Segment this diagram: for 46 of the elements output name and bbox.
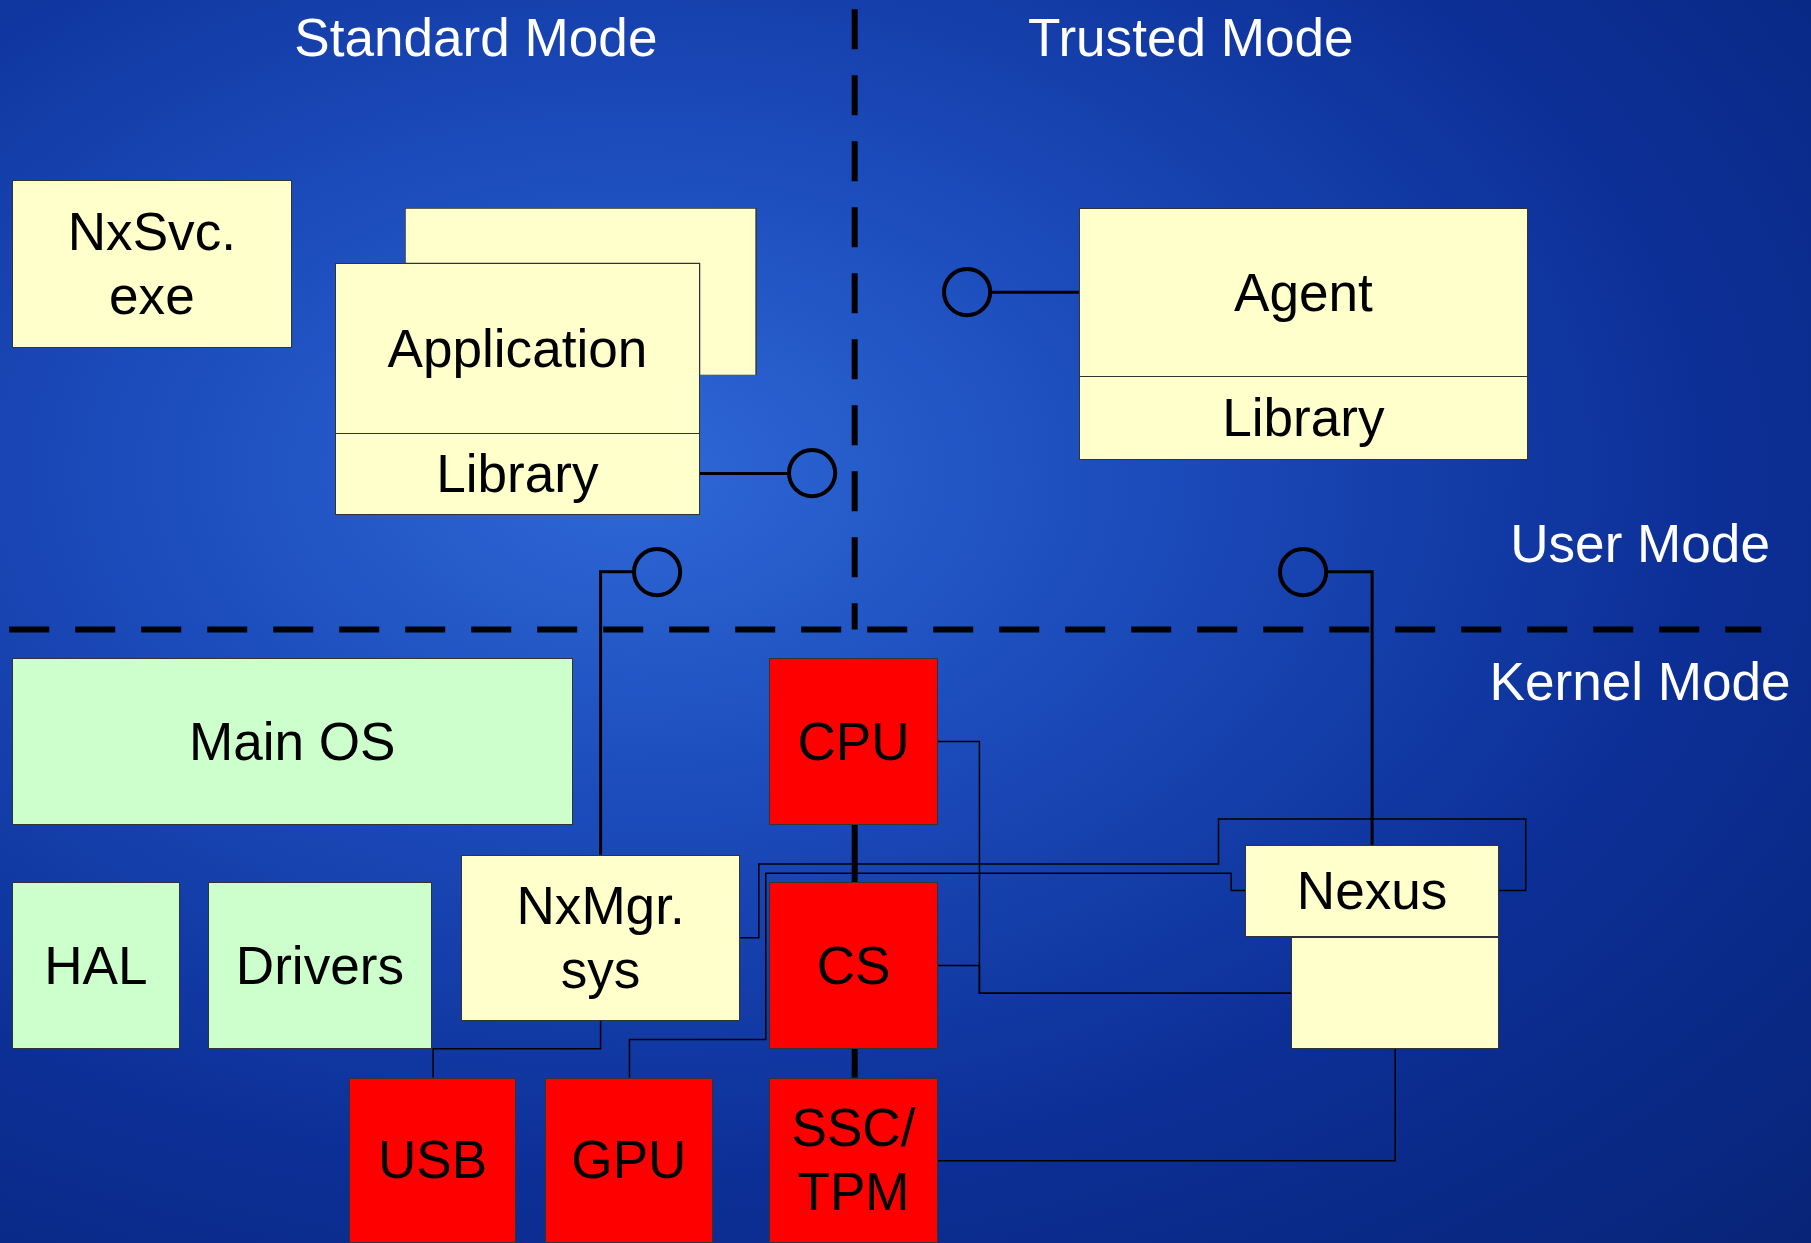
os-box (207, 882, 432, 1049)
hardware-box (769, 658, 938, 825)
program-box (334, 263, 700, 516)
connector-line (937, 964, 1292, 995)
hardware-box (348, 1077, 517, 1243)
connector-line (739, 818, 1527, 939)
hardware-box (769, 882, 938, 1049)
node-label: Library (1222, 387, 1385, 450)
mode-label: Trusted Mode (1027, 6, 1354, 68)
nexus-box (1245, 845, 1500, 937)
node-label: Nexus (1296, 860, 1448, 923)
interface-circle (940, 266, 993, 319)
node-label: Main OS (188, 710, 396, 773)
connector-line (989, 290, 1079, 294)
mode-label: Kernel Mode (1489, 650, 1791, 712)
hardware-box (769, 1077, 938, 1243)
nexus-box (1291, 936, 1500, 1049)
connector-line (432, 1020, 602, 1079)
connector-line (1325, 570, 1374, 846)
os-box (11, 658, 573, 825)
connector-line (599, 570, 635, 855)
node-label: NxMgr. sys (515, 875, 686, 1001)
connector-line (699, 472, 789, 476)
interface-circle (631, 545, 684, 598)
node-label: CPU (797, 710, 910, 773)
connector-line (628, 872, 1246, 1079)
mode-label: User Mode (1510, 512, 1770, 574)
os-box (11, 882, 181, 1049)
node-label: NxSvc. exe (66, 201, 237, 327)
node-label: Drivers (235, 934, 404, 997)
node-label: Agent (1233, 261, 1373, 324)
program-box (11, 180, 293, 348)
driver-box (460, 854, 741, 1021)
node-label: CS (816, 934, 891, 997)
hardware-box (545, 1077, 713, 1243)
node-label: Application (387, 317, 648, 380)
connector-line (937, 1047, 1396, 1162)
node-label: GPU (571, 1129, 687, 1192)
program-box (1078, 207, 1528, 460)
interface-circle (785, 447, 839, 500)
node-label: SSC/ TPM (790, 1097, 917, 1224)
node-label: Library (436, 443, 599, 506)
mode-label: Standard Mode (294, 6, 658, 68)
node-label: USB (377, 1129, 488, 1192)
interface-circle (1276, 545, 1329, 598)
node-label: HAL (44, 934, 148, 997)
